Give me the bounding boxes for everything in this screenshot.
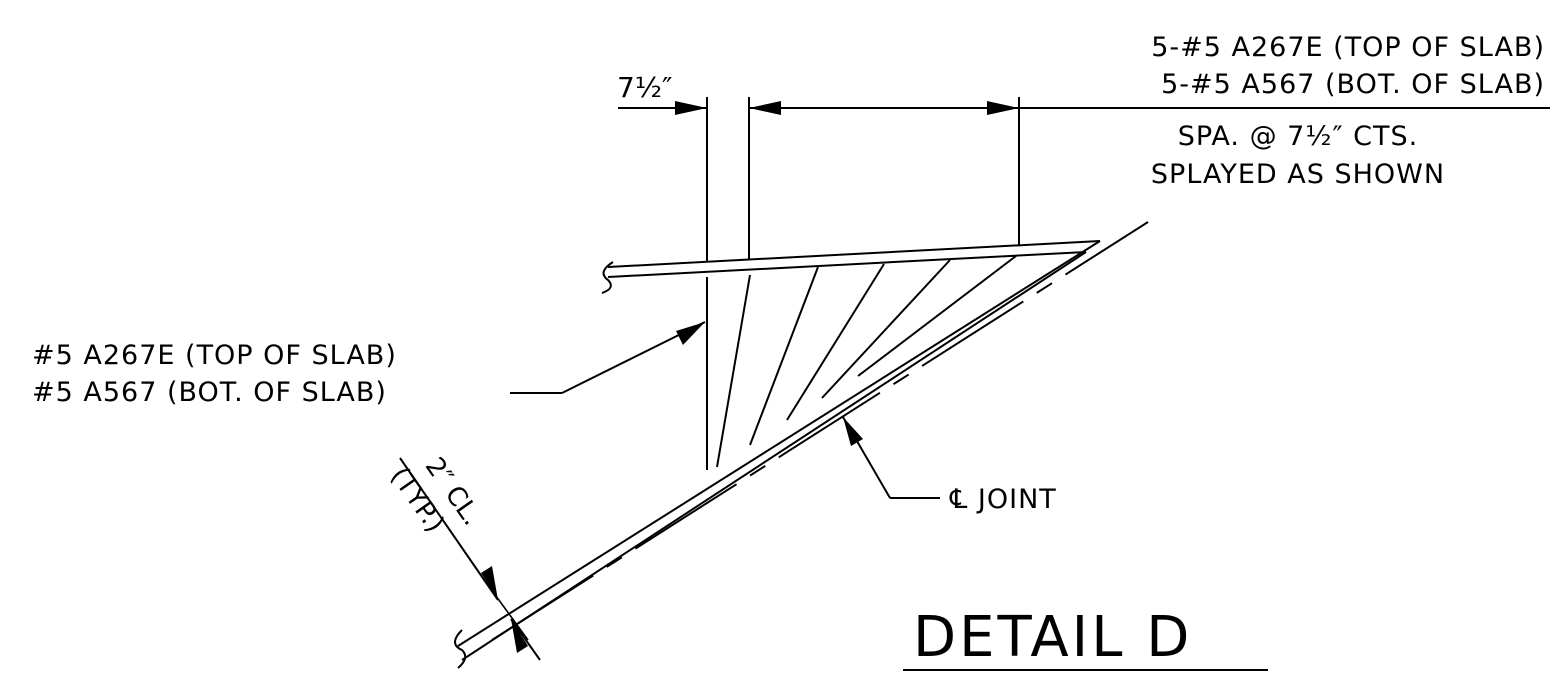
rebar-6 [857, 255, 1017, 377]
bar-callout: #5 A267E (TOP OF SLAB) #5 A567 (BOT. OF … [32, 321, 706, 408]
rebar-5 [821, 259, 951, 399]
callout-line-top-bar: #5 A267E (TOP OF SLAB) [32, 340, 397, 371]
note-line-bottom-bars: 5-#5 A567 (BOT. OF SLAB) [1161, 69, 1545, 100]
rebar-4 [786, 263, 885, 421]
rebar-3 [749, 266, 819, 446]
joint-callout: ℄ JOINT [842, 416, 1057, 515]
clear-cover-dimension: 2″ CL. (TYP.) [384, 452, 541, 661]
spacing-dimension: 7½″ [617, 71, 1019, 115]
note-line-top-bars: 5-#5 A267E (TOP OF SLAB) [1151, 32, 1545, 63]
detail-title-text: DETAIL D [913, 605, 1192, 670]
bar-schedule-note: 5-#5 A267E (TOP OF SLAB) 5-#5 A567 (BOT.… [1019, 32, 1550, 190]
joint-label: ℄ JOINT [949, 484, 1057, 515]
note-line-splayed: SPLAYED AS SHOWN [1151, 159, 1445, 190]
rebar-2 [716, 274, 751, 468]
spacing-dimension-label: 7½″ [617, 71, 672, 104]
callout-line-bottom-bar: #5 A567 (BOT. OF SLAB) [32, 377, 387, 408]
slab-edge [601, 240, 1101, 294]
detail-title: DETAIL D [903, 605, 1268, 671]
joint-centerline [491, 221, 1149, 641]
extension-lines [706, 97, 1020, 262]
splayed-bars [706, 255, 1017, 470]
joint-edge [454, 240, 1101, 669]
note-line-spacing: SPA. @ 7½″ CTS. [1178, 121, 1419, 152]
